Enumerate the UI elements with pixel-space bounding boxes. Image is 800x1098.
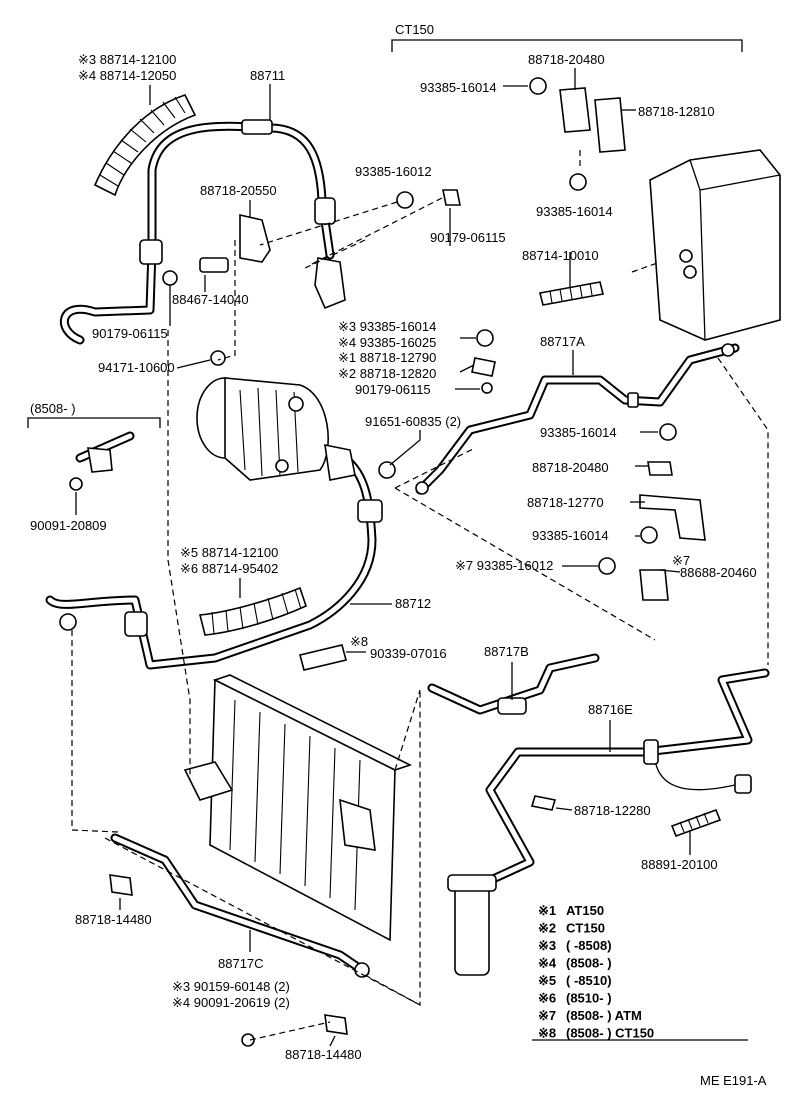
label-90339-mark: ※8: [350, 634, 368, 649]
clamp-group-right: [598, 423, 706, 601]
label-90159-60148: ※3 90159-60148 (2): [172, 979, 290, 994]
label-88714-12100-mid: ※5 88714-12100: [180, 545, 278, 560]
label-88714-12100-top: ※3 88714-12100: [78, 52, 176, 67]
label-88714-12050: ※4 88714-12050: [78, 68, 176, 83]
condenser: [183, 674, 413, 942]
label-88718-14480-b: 88718-14480: [285, 1047, 362, 1062]
label-88718-12790: ※1 88718-12790: [338, 350, 436, 365]
8508-header: (8508- ): [30, 401, 76, 416]
legend-mark: ※7: [538, 1008, 556, 1023]
bracket-8508: [69, 431, 135, 491]
pipe-88717B: [427, 653, 600, 715]
ct150-header: CT150: [395, 22, 434, 37]
label-88717C: 88717C: [218, 956, 264, 971]
receiver-drier: [447, 874, 497, 976]
sleeve-90339-07016: [299, 644, 347, 671]
legend-text: ( -8508): [566, 938, 612, 953]
legend-mark: ※1: [538, 903, 556, 918]
spiral-hose-middle: [198, 586, 307, 636]
legend-mark: ※8: [538, 1026, 556, 1041]
label-88718-12280: 88718-12280: [574, 803, 651, 818]
part-labels: ※3 88714-12100 ※4 88714-12050 88711 8871…: [30, 52, 757, 1062]
label-90091-20809: 90091-20809: [30, 518, 107, 533]
label-88718-20480-a: 88718-20480: [528, 52, 605, 67]
label-94171-10600: 94171-10600: [98, 360, 175, 375]
compressor: [196, 377, 329, 481]
legend-mark: ※4: [538, 956, 557, 971]
label-93385-16014-b: 93385-16014: [536, 204, 613, 219]
label-88467-14040: 88467-14040: [172, 292, 249, 307]
diagram-reference: ME E191-A: [700, 1073, 767, 1088]
label-88717B: 88717B: [484, 644, 529, 659]
label-88891-20100: 88891-20100: [641, 857, 718, 872]
pipe-88717C: [109, 833, 370, 1047]
label-88718-20480-b: 88718-20480: [532, 460, 609, 475]
label-88717A: 88717A: [540, 334, 585, 349]
label-88718-14480-a: 88718-14480: [75, 912, 152, 927]
legend-mark: ※5: [538, 973, 556, 988]
label-leaders: [75, 68, 691, 1047]
pipe-88717A: [415, 343, 740, 495]
label-88716E: 88716E: [588, 702, 633, 717]
label-93385-16025: ※4 93385-16025: [338, 335, 436, 350]
legend-text: (8508- ): [566, 956, 612, 971]
ct150-bracket: [391, 39, 743, 52]
legend-text: (8508- ) CT150: [566, 1026, 654, 1041]
hose-88712: [45, 443, 383, 670]
label-91651-60835: 91651-60835 (2): [365, 414, 461, 429]
legend-mark: ※6: [538, 991, 556, 1006]
label-90091-20619: ※4 90091-20619 (2): [172, 995, 290, 1010]
legend-rows: ※1 AT150 ※2 CT150 ※3 ( -8508) ※4 (8508- ) ※5 ( -8…: [538, 903, 654, 1041]
legend-mark: ※2: [538, 921, 556, 936]
label-90179-06115-a: 90179-06115: [92, 326, 168, 341]
legend-text: ( -8510): [566, 973, 612, 988]
label-93385-16014-c: ※3 93385-16014: [338, 319, 436, 334]
label-88714-95402: ※6 88714-95402: [180, 561, 278, 576]
label-88718-20550: 88718-20550: [200, 183, 277, 198]
label-88718-12810: 88718-12810: [638, 104, 715, 119]
label-88718-12770: 88718-12770: [527, 495, 604, 510]
label-88712: 88712: [395, 596, 431, 611]
label-90179-06115-c: 90179-06115: [355, 382, 431, 397]
hose-88711: [59, 119, 346, 345]
bracket-88718-20550: [162, 213, 271, 366]
label-93385-16014-a: 93385-16014: [420, 80, 497, 95]
sensor-88891-20100: [670, 808, 722, 838]
8508-bracket: [27, 417, 161, 428]
legend-text: CT150: [566, 921, 605, 936]
leader-lines: [71, 150, 769, 1041]
label-90179-06115-b: 90179-06115: [430, 230, 506, 245]
label-90339-07016: 90339-07016: [370, 646, 447, 661]
label-88718-12820: ※2 88718-12820: [338, 366, 436, 381]
hose-88714-10010: [539, 281, 604, 306]
legend-text: (8510- ): [566, 991, 612, 1006]
label-93385-16012-b: ※7 93385-16012: [455, 558, 553, 573]
label-88714-10010: 88714-10010: [522, 248, 599, 263]
pipe-88716E: [475, 668, 770, 890]
label-93385-16014-d: 93385-16014: [540, 425, 617, 440]
label-93385-16014-e: 93385-16014: [532, 528, 609, 543]
spiral-hose-top: [93, 94, 197, 197]
legend-mark: ※3: [538, 938, 556, 953]
clamp-group-ct150: [529, 77, 626, 191]
label-88688-20460-mark: ※7: [672, 553, 690, 568]
legend-text: (8508- ) ATM: [566, 1008, 642, 1023]
fastener-group: [378, 189, 557, 811]
legend-text: AT150: [566, 903, 604, 918]
label-88711: 88711: [250, 68, 285, 83]
label-93385-16012-a: 93385-16012: [355, 164, 432, 179]
label-88688-20460: 88688-20460: [680, 565, 757, 580]
evaporator-box: [649, 149, 781, 341]
